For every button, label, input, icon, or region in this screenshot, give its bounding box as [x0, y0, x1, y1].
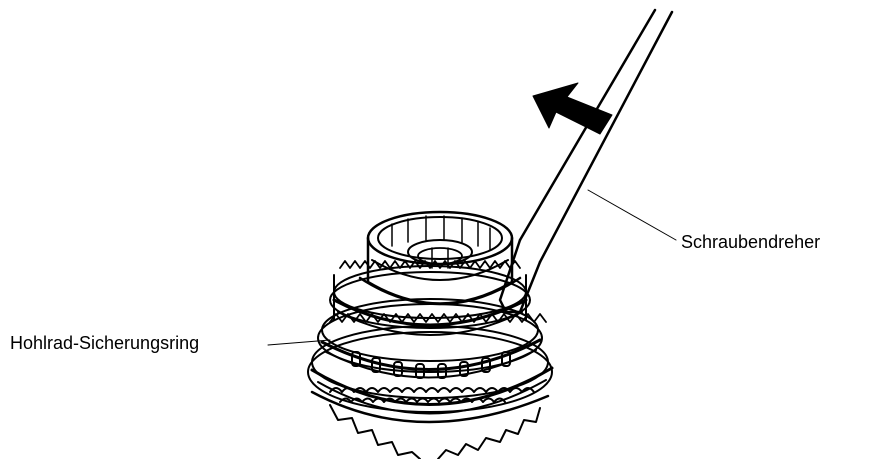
leader-lines	[267, 189, 677, 346]
callout-ring-gear-retaining-ring: Hohlrad-Sicherungsring	[10, 333, 200, 353]
callout-screwdriver: Schraubendreher	[681, 232, 821, 252]
direction-arrow-icon	[532, 82, 613, 135]
sprocket	[310, 390, 550, 459]
gear-stack	[307, 210, 554, 415]
screwdriver	[498, 8, 674, 314]
